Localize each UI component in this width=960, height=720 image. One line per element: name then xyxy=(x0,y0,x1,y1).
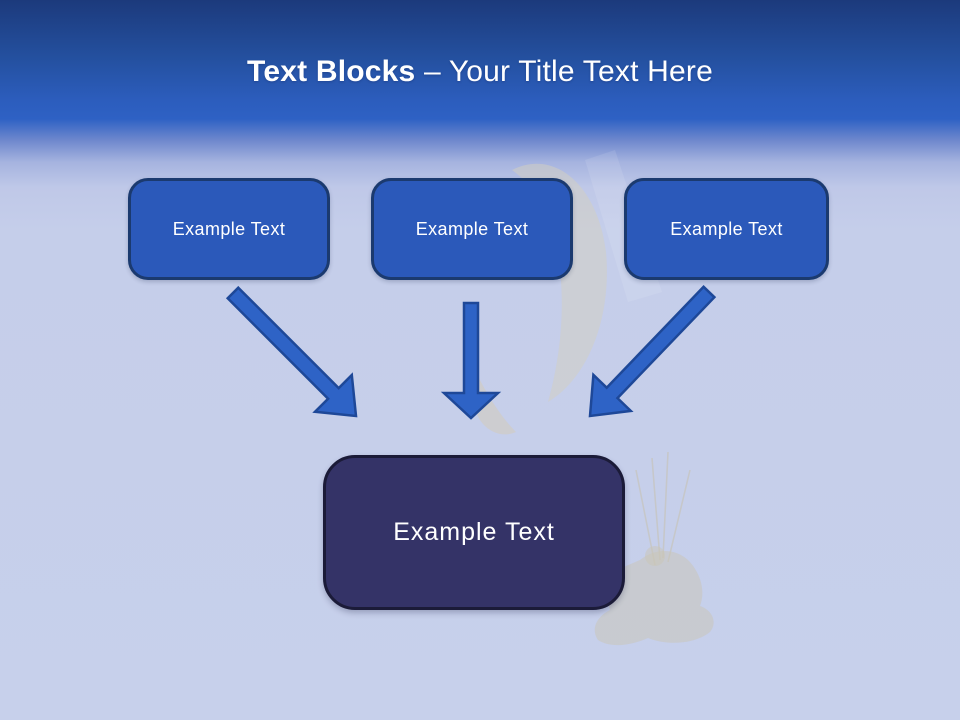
result-block: Example Text xyxy=(323,455,625,610)
text-block-3-label: Example Text xyxy=(670,218,783,239)
slide-title: Text Blocks – Your Title Text Here xyxy=(0,54,960,90)
text-block-3: Example Text xyxy=(624,178,829,280)
down-left-arrow-icon xyxy=(588,285,717,418)
down-right-arrow-icon xyxy=(225,285,358,418)
paraglider-canopy-shape xyxy=(512,163,607,402)
title-bold-text: Text Blocks xyxy=(247,55,416,88)
text-block-2: Example Text xyxy=(371,178,573,280)
canopy-tip-shape xyxy=(469,360,516,435)
paraglider-lines xyxy=(635,451,691,566)
title-regular-text: – Your Title Text Here xyxy=(415,55,713,88)
text-block-1-label: Example Text xyxy=(172,218,286,239)
result-block-label: Example Text xyxy=(393,518,555,546)
text-block-1: Example Text xyxy=(128,178,330,280)
down-arrow-icon xyxy=(440,301,502,420)
text-block-2-label: Example Text xyxy=(415,218,529,239)
